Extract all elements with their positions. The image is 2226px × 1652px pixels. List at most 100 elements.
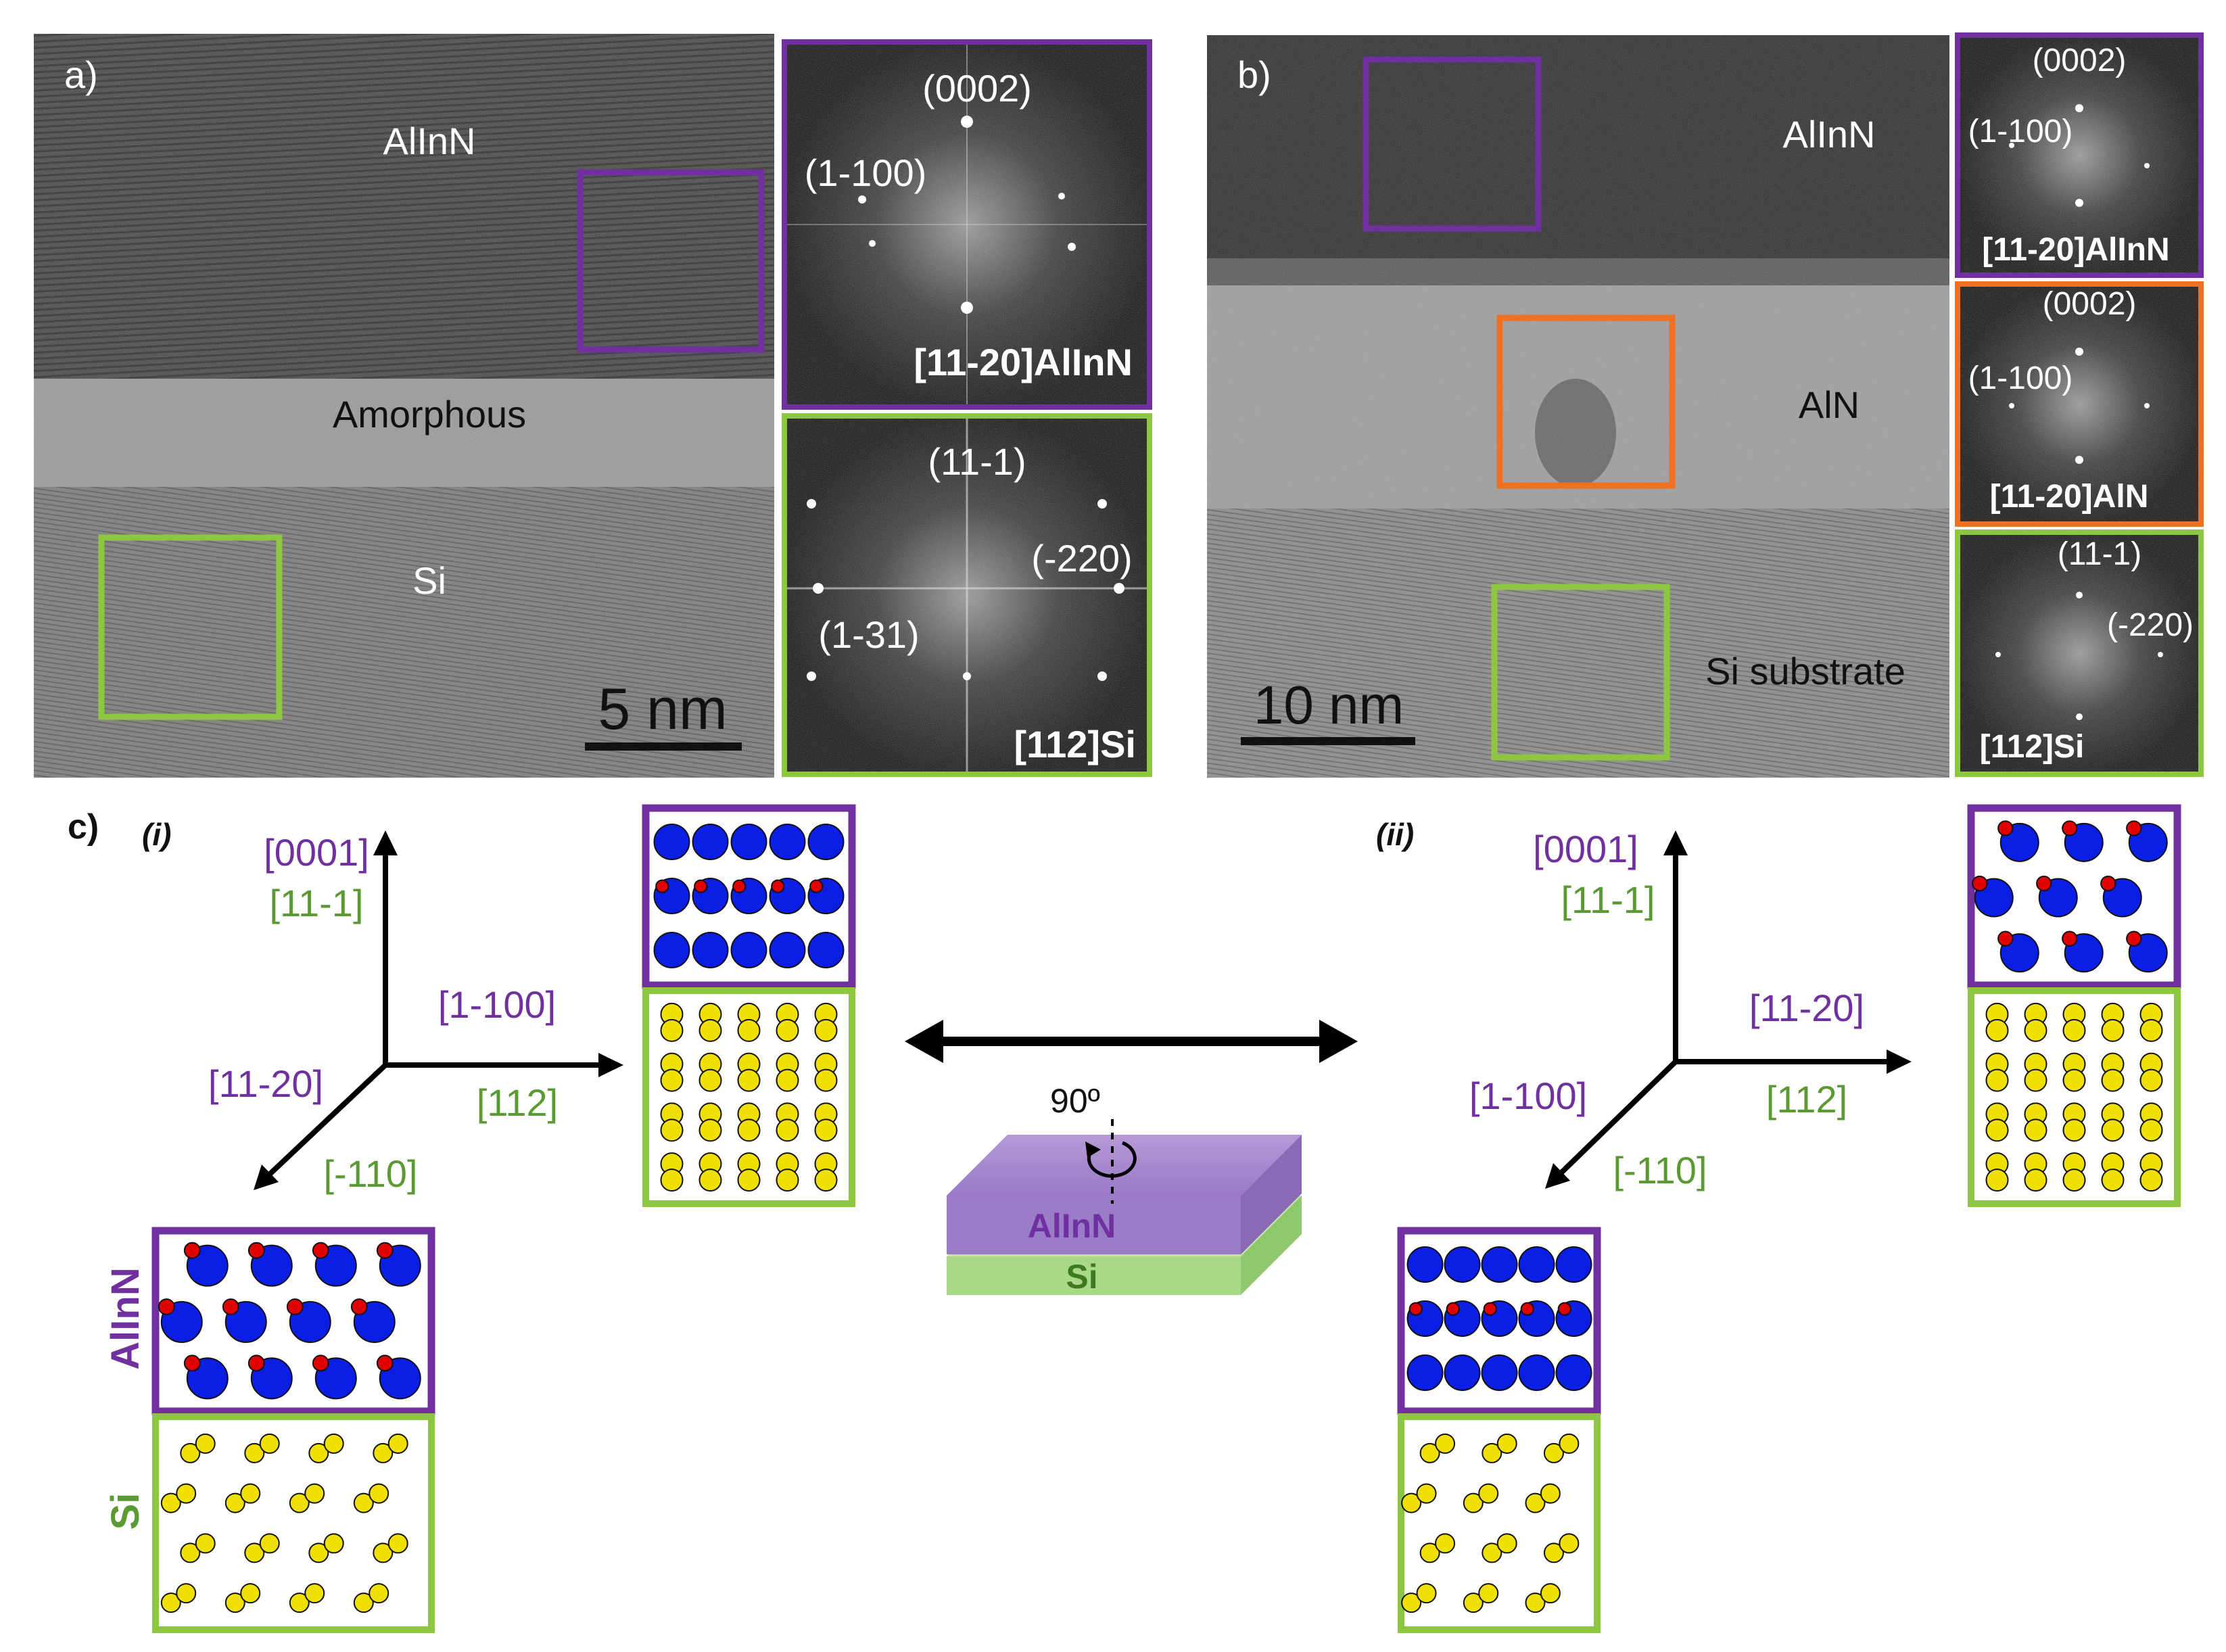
si-atom — [1496, 1433, 1517, 1454]
nitrogen-atom — [350, 1298, 368, 1315]
si-atom — [1478, 1583, 1499, 1604]
panel-a-fft-si-131: (1-31) — [818, 613, 919, 656]
si-atom — [1478, 1483, 1499, 1504]
metal-atom — [730, 932, 767, 968]
nitrogen-atom — [1408, 1302, 1423, 1316]
si-atom — [304, 1483, 325, 1504]
si-atom — [1435, 1533, 1456, 1554]
panel-a: a) AlInN Amorphous Si 5 nm (0002) (1-100… — [34, 34, 1152, 778]
si-atom — [176, 1483, 197, 1504]
nitrogen-atom — [2062, 820, 2078, 836]
slab-si-label: Si — [1066, 1258, 1097, 1296]
metal-atom — [1444, 1246, 1481, 1283]
si-atom — [2062, 1018, 2086, 1042]
panel-b-roi-alinn — [1363, 56, 1542, 232]
si-atom — [2101, 1169, 2125, 1192]
si-atom — [1985, 1169, 2009, 1192]
nitrogen-atom — [809, 879, 824, 893]
nitrogen-atom — [771, 879, 785, 893]
si-atom — [814, 1118, 838, 1142]
si-atom — [1482, 1442, 1502, 1463]
metal-atom — [653, 932, 690, 968]
panel-b-roi-aln — [1496, 314, 1676, 489]
nitrogen-atom — [1972, 875, 1988, 892]
metal-atom — [692, 932, 729, 968]
si-atom — [1985, 1018, 2009, 1042]
metal-atom — [1481, 1246, 1518, 1283]
si-atom — [1525, 1492, 1546, 1513]
si-atom — [1401, 1492, 1422, 1513]
si-atom — [244, 1542, 265, 1563]
si-atom — [1540, 1583, 1561, 1604]
metal-atom — [807, 824, 845, 860]
panel-a-roi-si — [98, 534, 283, 720]
si-atom — [660, 1118, 684, 1142]
si-atom — [660, 1018, 684, 1042]
si-atom — [244, 1442, 265, 1463]
metal-atom — [1481, 1354, 1518, 1391]
si-atom — [2024, 1018, 2047, 1042]
case-ii-diag-alinn: [1-100] — [1469, 1075, 1587, 1117]
nitrogen-atom — [312, 1242, 329, 1259]
metal-atom — [769, 824, 806, 860]
nitrogen-atom — [1483, 1302, 1497, 1316]
si-atom — [776, 1169, 799, 1192]
case-i-right-si: [112] — [477, 1081, 558, 1124]
metal-atom — [1444, 1354, 1481, 1391]
panel-b-layer-aln: AlN — [1799, 383, 1860, 426]
si-atom — [814, 1169, 838, 1192]
nitrogen-atom — [1446, 1302, 1460, 1316]
nitrogen-atom — [2126, 820, 2142, 836]
si-atom — [369, 1483, 389, 1504]
si-atom — [176, 1583, 197, 1604]
nitrogen-atom — [183, 1354, 201, 1372]
si-atom — [2101, 1118, 2125, 1142]
si-atom — [1416, 1483, 1437, 1504]
si-atom — [737, 1068, 761, 1092]
panel-b-layer-si-substrate: Si substrate — [1705, 650, 1905, 692]
nitrogen-atom — [1997, 930, 2014, 947]
nitrogen-atom — [2062, 930, 2078, 947]
nitrogen-atom — [1520, 1302, 1534, 1316]
si-atom — [224, 1592, 245, 1613]
si-atom — [160, 1492, 181, 1513]
si-atom — [2139, 1169, 2163, 1192]
panel-b-fft-aln-0002: (0002) — [2043, 286, 2137, 322]
nitrogen-atom — [1997, 820, 2014, 836]
case-i-up-alinn: [0001] — [264, 831, 369, 874]
si-atom — [308, 1542, 329, 1563]
nitrogen-atom — [247, 1242, 265, 1259]
metal-atom — [807, 932, 845, 968]
si-atom — [698, 1018, 722, 1042]
si-atom — [1435, 1433, 1456, 1454]
panel-a-fft-alinn-1100: (1-100) — [805, 151, 927, 194]
nitrogen-atom — [1557, 1302, 1571, 1316]
rotation-label: 90º — [1050, 1082, 1100, 1120]
si-atom — [240, 1483, 261, 1504]
si-atom — [323, 1433, 344, 1454]
panel-b: b) AlInN AlN Si substrate 10 nm (0002) (… — [1207, 32, 2204, 778]
crystal-case-i-top — [642, 804, 856, 1207]
panel-b-fft-alinn — [1955, 32, 2204, 278]
si-atom — [814, 1018, 838, 1042]
si-atom — [776, 1118, 799, 1142]
si-atom — [2024, 1118, 2047, 1142]
panel-a-fft-si-zone: [112]Si — [1014, 723, 1136, 765]
si-atom — [660, 1169, 684, 1192]
switch-double-arrow — [905, 1020, 1358, 1063]
metal-atom — [1518, 1246, 1555, 1283]
si-atom — [737, 1018, 761, 1042]
crystal-case-i-bottom — [151, 1227, 435, 1633]
nitrogen-atom — [158, 1298, 175, 1315]
panel-b-fft-alinn-zone: [11-20]AlInN — [1982, 232, 2169, 268]
panel-c: c) (i) [0001] [11-1] [1-100] [112] [11-2… — [68, 804, 2181, 1633]
nitrogen-atom — [376, 1242, 394, 1259]
nitrogen-atom — [732, 879, 747, 893]
panel-a-layer-amorphous: Amorphous — [333, 393, 526, 435]
si-atom — [353, 1592, 374, 1613]
metal-atom — [1555, 1246, 1592, 1283]
metal-atom — [1406, 1246, 1444, 1283]
nitrogen-atom — [222, 1298, 239, 1315]
si-atom — [776, 1018, 799, 1042]
panel-a-scale-bar — [585, 742, 742, 751]
